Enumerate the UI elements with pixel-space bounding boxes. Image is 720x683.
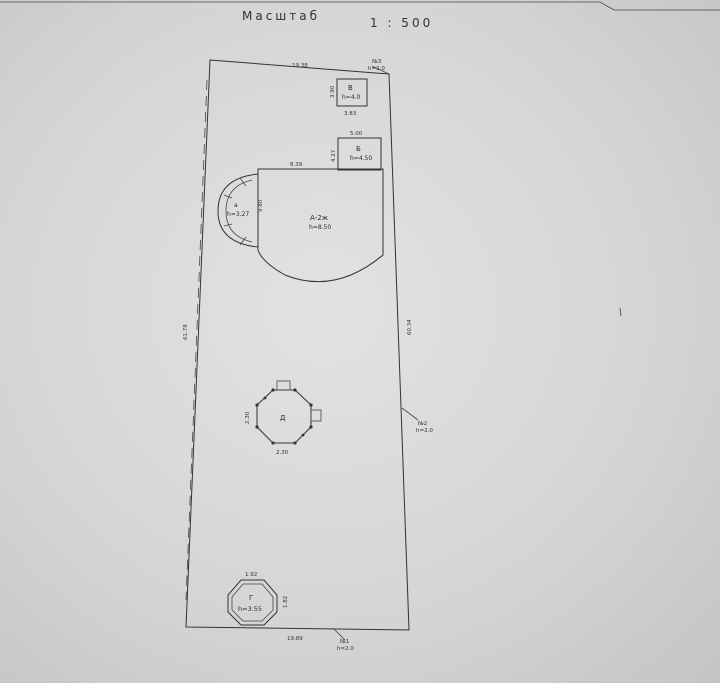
left-dimension: 61.78 — [183, 324, 189, 340]
svg-text:Б: Б — [356, 145, 361, 153]
svg-text:№3: №3 — [372, 59, 382, 65]
svg-text:h=8.50: h=8.50 — [309, 224, 331, 231]
svg-text:9.80: 9.80 — [258, 199, 264, 212]
svg-text:1.82: 1.82 — [283, 596, 289, 608]
svg-text:а: а — [234, 202, 238, 209]
building-porch-a: а h=3.27 — [217, 173, 259, 248]
plot-boundary — [185, 59, 410, 631]
svg-text:1.92: 1.92 — [245, 572, 257, 578]
scale-value: 1 : 500 — [370, 16, 433, 30]
scale-title: Масштаб — [242, 9, 320, 23]
building-gazebo-d: Д 2.30 2.30 — [245, 380, 322, 456]
building-annex-b: Б h=4.50 5.00 4.27 — [331, 131, 382, 171]
building-main-house: А-2ж h=8.50 8.39 9.80 — [257, 162, 384, 283]
svg-text:№1: №1 — [340, 639, 349, 645]
plot-offset-line — [185, 79, 208, 601]
svg-text:8.39: 8.39 — [290, 162, 303, 168]
svg-text:А-2ж: А-2ж — [310, 214, 329, 222]
speck-mark — [619, 307, 622, 317]
svg-text:5.00: 5.00 — [350, 131, 363, 137]
svg-text:В: В — [348, 84, 353, 92]
sheet-edge — [0, 1, 720, 11]
svg-text:2.30: 2.30 — [245, 411, 251, 424]
bottom-dimension: 19.89 — [287, 636, 303, 642]
svg-text:4.27: 4.27 — [331, 149, 337, 162]
svg-text:h=2.0: h=2.0 — [337, 646, 354, 652]
corner-point-1: №1 h=2.0 — [332, 627, 354, 652]
svg-text:h=2.0: h=2.0 — [368, 66, 385, 72]
svg-text:h=4.0: h=4.0 — [342, 94, 361, 101]
svg-text:2.30: 2.30 — [276, 450, 289, 456]
svg-text:№2: №2 — [418, 421, 427, 427]
top-dimension: 19.38 — [292, 63, 308, 69]
svg-text:h=3.27: h=3.27 — [227, 211, 249, 218]
corner-point-3: №3 h=2.0 — [368, 59, 390, 75]
svg-text:h=4.50: h=4.50 — [350, 155, 372, 162]
svg-text:3.83: 3.83 — [344, 111, 357, 117]
building-shed-v: В h=4.0 3.83 3.90 — [330, 78, 368, 117]
svg-text:h=2.0: h=2.0 — [416, 428, 433, 434]
corner-point-2: №2 h=2.0 — [401, 407, 433, 434]
svg-text:3.90: 3.90 — [330, 85, 336, 98]
right-dimension: 60.34 — [407, 319, 413, 335]
building-kiosk-g: Г h=3.55 1.92 1.82 — [227, 572, 289, 626]
svg-text:h=3.55: h=3.55 — [238, 605, 262, 613]
svg-text:Д: Д — [280, 414, 286, 422]
svg-text:Г: Г — [249, 594, 253, 602]
